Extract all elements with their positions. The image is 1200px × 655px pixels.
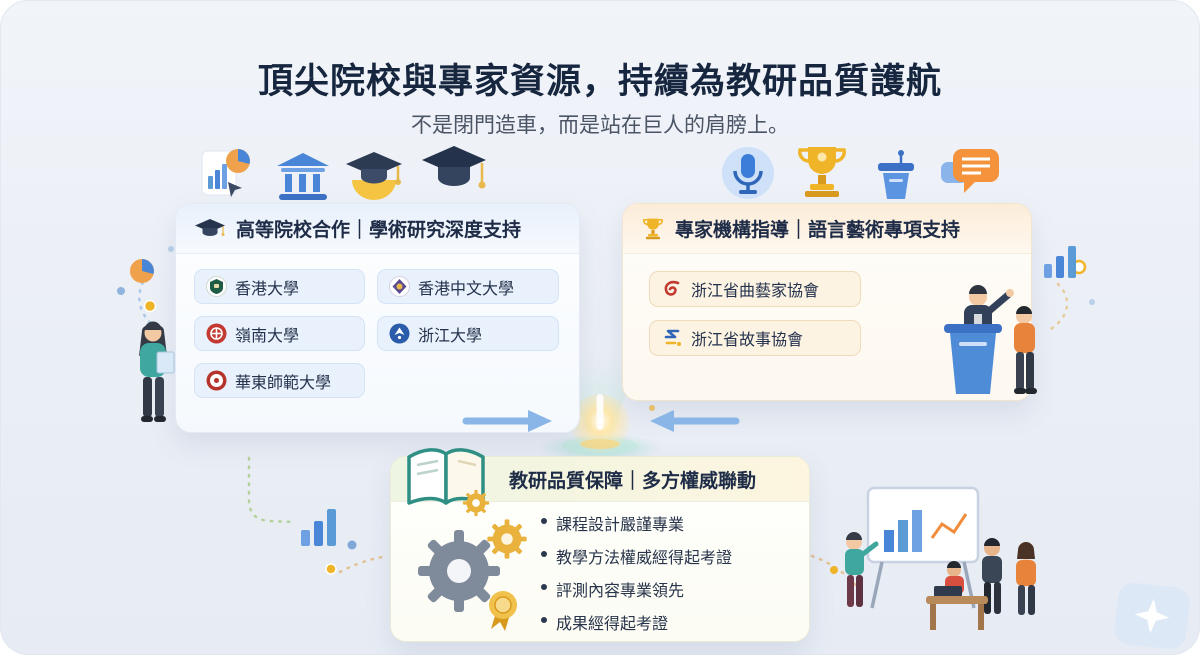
medal-icon xyxy=(489,591,517,631)
podium-icon xyxy=(878,150,914,199)
associations-card-header: 專家機構指導｜語言藝術專項支持 xyxy=(623,204,1031,254)
trophy-small-icon xyxy=(643,218,663,240)
analytics-chart-icon xyxy=(201,149,250,197)
association-item-story: 浙江省故事協會 xyxy=(649,320,861,356)
university-label: 華東師範大學 xyxy=(235,374,332,392)
association-label: 浙江省故事協會 xyxy=(691,332,804,349)
university-label: 嶺南大學 xyxy=(235,327,300,345)
corner-sparkle-tile xyxy=(1112,581,1192,651)
graduation-cap-dark-icon xyxy=(422,146,486,189)
graduation-cap-icon xyxy=(195,218,225,236)
university-item-cuhk: 香港中文大學 xyxy=(377,269,559,304)
page-title: 頂尖院校與專家資源，持續為教研品質護航 xyxy=(257,62,942,102)
universities-card: 高等院校合作｜學術研究深度支持 香港大學 香港中文大學 xyxy=(175,203,580,433)
pie-chart-icon xyxy=(130,259,154,283)
universities-card-header: 高等院校合作｜學術研究深度支持 xyxy=(176,204,579,254)
bar-chart-icon-bottom-left xyxy=(301,509,336,546)
page-subtitle: 不是閉門造車，而是站在巨人的肩膀上。 xyxy=(411,114,789,137)
university-item-hku: 香港大學 xyxy=(194,269,365,304)
university-label: 香港大學 xyxy=(235,280,300,298)
lingnan-logo-icon xyxy=(206,323,227,344)
trophy-icon xyxy=(798,147,846,197)
open-book-icon xyxy=(407,448,490,517)
center-glow xyxy=(538,356,662,463)
university-building-icon xyxy=(277,153,329,200)
university-item-lingnan: 嶺南大學 xyxy=(194,316,365,351)
quyi-association-icon xyxy=(664,280,680,296)
associations-card-title: 專家機構指導｜語言藝術專項支持 xyxy=(675,220,961,241)
left-person-illustration xyxy=(139,321,175,422)
quality-bullet: 評測內容專業領先 xyxy=(539,577,732,601)
association-label: 浙江省曲藝家協會 xyxy=(691,283,820,300)
universities-list: 香港大學 香港中文大學 嶺南大學 xyxy=(176,254,579,413)
sparkle-star-icon xyxy=(1134,598,1170,634)
zju-logo-icon xyxy=(389,323,410,344)
microphone-icon xyxy=(722,147,774,199)
bar-chart-icon-right xyxy=(1044,246,1076,278)
gears-illustration xyxy=(418,519,527,631)
association-item-quyi: 浙江省曲藝家協會 xyxy=(649,271,861,307)
cuhk-logo-icon xyxy=(389,276,410,297)
arrow-left-icon xyxy=(650,410,740,432)
quality-card-title: 教研品質保障｜多方權威聯動 xyxy=(509,470,757,492)
quality-bullet: 課程設計嚴謹專業 xyxy=(539,511,732,535)
associations-list: 浙江省曲藝家協會 浙江省故事協會 xyxy=(623,254,1031,373)
arrow-right-icon xyxy=(462,410,552,432)
ecnu-logo-icon xyxy=(206,370,227,391)
story-association-icon xyxy=(664,329,681,346)
team-whiteboard-illustration xyxy=(845,486,1036,630)
graduation-cap-gold-icon xyxy=(346,152,402,200)
university-label: 香港中文大學 xyxy=(418,280,515,298)
quality-bullet: 教學方法權威經得起考證 xyxy=(539,544,732,568)
university-label: 浙江大學 xyxy=(418,327,483,345)
university-item-ecnu: 華東師範大學 xyxy=(194,363,365,398)
quality-bullet: 成果經得起考證 xyxy=(539,610,732,634)
universities-card-title: 高等院校合作｜學術研究深度支持 xyxy=(236,220,522,241)
presenter-scene-illustration xyxy=(944,285,1037,394)
university-item-zju: 浙江大學 xyxy=(377,316,559,351)
chat-bubble-icon xyxy=(941,149,999,193)
hku-logo-icon xyxy=(206,276,227,297)
quality-bullet-list: 課程設計嚴謹專業 教學方法權威經得起考證 評測內容專業領先 成果經得起考證 xyxy=(539,511,732,643)
